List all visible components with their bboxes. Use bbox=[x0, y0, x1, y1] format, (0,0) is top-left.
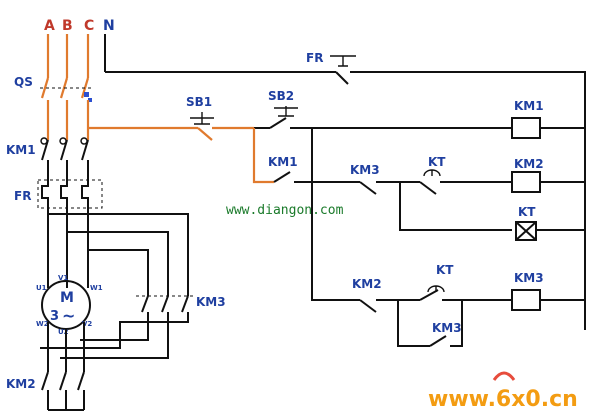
km1-holding-loop bbox=[252, 128, 274, 184]
km3-aux-contact bbox=[429, 335, 447, 347]
qs-marker bbox=[84, 92, 89, 97]
power-circuit: A B C N QS KM1 FR bbox=[6, 18, 226, 411]
kt-no-label: KT bbox=[436, 263, 454, 277]
km3-nc-contact bbox=[359, 181, 377, 195]
kt-nc-contact bbox=[419, 181, 437, 195]
km3-nc-label: KM3 bbox=[350, 163, 380, 177]
terminal-u1: U1 bbox=[36, 284, 47, 292]
fr-element-b bbox=[60, 180, 68, 208]
delta-return-2 bbox=[60, 312, 169, 359]
coil-kt-label: KT bbox=[518, 205, 536, 219]
coil-km2 bbox=[511, 171, 541, 193]
km3-aux-right bbox=[450, 300, 463, 347]
km2-main-label: KM2 bbox=[6, 377, 36, 391]
km2-contact-b bbox=[59, 371, 67, 391]
fr-element-a bbox=[41, 180, 49, 208]
motor-tilde: ~ bbox=[62, 306, 75, 325]
terminal-v1: V1 bbox=[58, 274, 68, 282]
km3-aux-left bbox=[397, 300, 430, 347]
phase-a-label: A bbox=[44, 18, 55, 34]
km1-arcs bbox=[40, 137, 88, 145]
motor-3: 3 bbox=[50, 309, 59, 324]
km3-main-label: KM3 bbox=[196, 295, 226, 309]
coil-km3-label: KM3 bbox=[514, 271, 544, 285]
qs-marker-2 bbox=[88, 98, 92, 102]
sb1-actuator bbox=[190, 112, 214, 125]
delta-return-3 bbox=[40, 312, 189, 349]
qs-blade-a bbox=[40, 77, 50, 99]
neutral-label: N bbox=[103, 18, 115, 34]
km2-contact-a bbox=[41, 371, 49, 391]
km1-aux-contact bbox=[273, 171, 291, 183]
kt-nc-timer-arc bbox=[423, 169, 441, 177]
km3-contact-1 bbox=[141, 295, 149, 313]
km1-main-label: KM1 bbox=[6, 143, 36, 157]
qs-label: QS bbox=[14, 75, 33, 89]
terminal-w2: W2 bbox=[36, 320, 49, 328]
fr-ctrl-label: FR bbox=[306, 51, 323, 65]
km2-nc-label: KM2 bbox=[352, 277, 382, 291]
sb2-actuator bbox=[274, 106, 298, 117]
fr-ctrl-contact bbox=[335, 71, 349, 85]
coil-km1-label: KM1 bbox=[514, 99, 544, 113]
delta-wire-1 bbox=[48, 213, 189, 296]
km3-contact-2 bbox=[161, 295, 169, 313]
km1-contact-a bbox=[41, 139, 49, 161]
delta-wire-2 bbox=[67, 231, 169, 296]
coil-kt-cross bbox=[515, 221, 537, 241]
control-circuit: FR SB1 SB2 KM1 KM3 KT KM2 bbox=[88, 51, 586, 347]
control-vertical-bus bbox=[311, 128, 360, 301]
km1-aux-label: KM1 bbox=[268, 155, 298, 169]
coil-km3 bbox=[511, 289, 541, 311]
km3-contact-3 bbox=[181, 295, 189, 313]
delta-wire-3 bbox=[88, 249, 149, 296]
km1-contact-b bbox=[60, 139, 68, 161]
terminal-v2: V2 bbox=[82, 320, 92, 328]
sb2-contact bbox=[269, 117, 287, 129]
site-watermark: www.diangon.com bbox=[226, 203, 344, 218]
sb1-contact bbox=[197, 127, 213, 141]
neutral-right-rail bbox=[350, 71, 586, 330]
logo-watermark: www.6x0.cn bbox=[428, 371, 578, 412]
fr-main-label: FR bbox=[14, 189, 31, 203]
fr-main-box bbox=[37, 179, 103, 209]
kt-no-timer-arc bbox=[427, 285, 445, 293]
fr-ctrl-symbol bbox=[330, 55, 356, 67]
kt-nc-label: KT bbox=[428, 155, 446, 169]
logo-text: www.6x0.cn bbox=[428, 387, 578, 412]
kt-coil-branch bbox=[399, 182, 512, 231]
km1-contact-c bbox=[81, 139, 89, 161]
logo-swoosh bbox=[492, 371, 516, 381]
km2-nc-contact bbox=[359, 299, 377, 313]
coil-km1 bbox=[511, 117, 541, 139]
sb2-label: SB2 bbox=[268, 89, 294, 103]
kt-no-contact bbox=[419, 289, 439, 301]
km3-aux-label: KM3 bbox=[432, 321, 462, 335]
km2-contact-c bbox=[77, 371, 85, 391]
star-point bbox=[47, 390, 85, 411]
fr-element-c bbox=[81, 180, 89, 208]
motor-m: M bbox=[60, 290, 74, 306]
terminal-w1: W1 bbox=[90, 284, 103, 292]
coil-km2-label: KM2 bbox=[514, 157, 544, 171]
terminal-u2: U2 bbox=[58, 328, 69, 336]
phase-c-label: C bbox=[84, 18, 94, 34]
phase-b-label: B bbox=[62, 18, 73, 34]
sb1-label: SB1 bbox=[186, 95, 212, 109]
